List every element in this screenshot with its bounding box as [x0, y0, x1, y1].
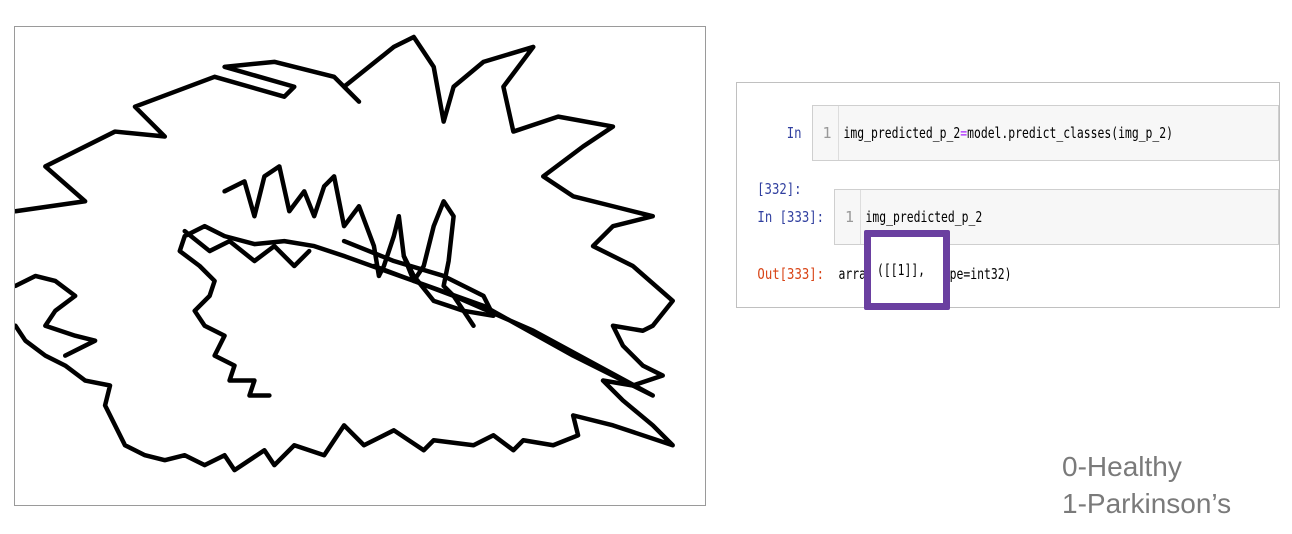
legend-parkinsons: 1-Parkinson’s: [1062, 488, 1232, 519]
output-text: arra type=int32): [834, 261, 1012, 287]
inner-peaks-stroke: [222, 164, 476, 328]
code-operator: =: [959, 124, 967, 142]
code-cell-332[interactable]: In [332]: 1 img_predicted_p_2=model.pred…: [737, 105, 1279, 217]
code-editor[interactable]: 1 img_predicted_p_2: [834, 189, 1279, 245]
code-call: model.predict_classes(img_p_2): [966, 124, 1173, 142]
input-prompt: In [333]:: [757, 208, 825, 226]
output-cell-333: Out[333]: arra type=int32): [737, 261, 1279, 287]
prediction-highlight-box: ([[1]],: [864, 230, 950, 310]
inner-zigzag-stroke: [182, 228, 312, 269]
outer-spiral-stroke: [15, 34, 675, 473]
prediction-value: ([[1]],: [877, 261, 926, 279]
code-text: img_predicted_p_2: [865, 208, 983, 226]
code-cell-333[interactable]: In [333]: 1 img_predicted_p_2: [737, 189, 1279, 245]
output-suffix: type=int32): [935, 265, 1012, 283]
input-prompt: In [332]:: [757, 124, 802, 198]
line-number: 1: [813, 106, 839, 160]
outer-spiral-stroke-2: [15, 273, 98, 358]
inner-spiral-stroke: [177, 223, 656, 398]
legend-healthy: 0-Healthy: [1062, 451, 1182, 482]
class-legend: 0-Healthy 1-Parkinson’s: [1062, 448, 1231, 522]
output-prefix: arra: [838, 265, 867, 283]
line-number: 1: [835, 190, 861, 244]
spiral-drawing-icon: [15, 34, 675, 473]
output-prompt: Out[333]:: [757, 265, 825, 283]
code-variable: img_predicted_p_2: [843, 124, 960, 142]
inner-loop-stroke: [341, 238, 496, 319]
spiral-drawing-image: [14, 26, 706, 506]
code-editor[interactable]: 1 img_predicted_p_2=model.predict_classe…: [811, 105, 1279, 161]
code-text: img_predicted_p_2=model.predict_classes(…: [839, 124, 1173, 142]
notebook-panel: In [332]: 1 img_predicted_p_2=model.pred…: [736, 82, 1280, 308]
